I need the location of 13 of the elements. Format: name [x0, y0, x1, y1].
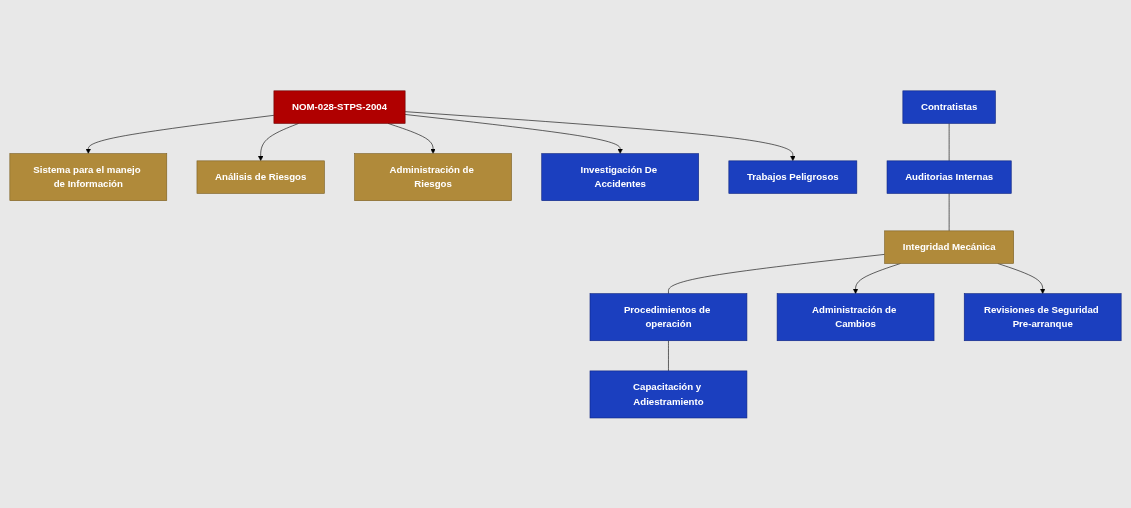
node-box: NOM-028-STPS-2004 [273, 90, 406, 124]
node-box: Trabajos Peligrosos [728, 160, 858, 194]
node-box: Procedimientos de operación [589, 292, 748, 341]
node-box: Sistema para el manejo de Información [9, 152, 168, 201]
node-box: Investigación De Accidentes [541, 152, 699, 201]
node-box: Contratistas [902, 90, 996, 124]
node-box: Revisiones de Seguridad Pre-arranque [963, 292, 1122, 341]
node-box: Administración de Riesgos [354, 152, 512, 201]
node-box: Análisis de Riesgos [196, 160, 325, 194]
node-box: Capacitación y Adiestramiento [589, 370, 748, 418]
node-box: Administración de Cambios [776, 292, 935, 341]
node-box: Integridad Mecánica [884, 230, 1014, 264]
node-box: Auditorias Internas [886, 160, 1012, 194]
